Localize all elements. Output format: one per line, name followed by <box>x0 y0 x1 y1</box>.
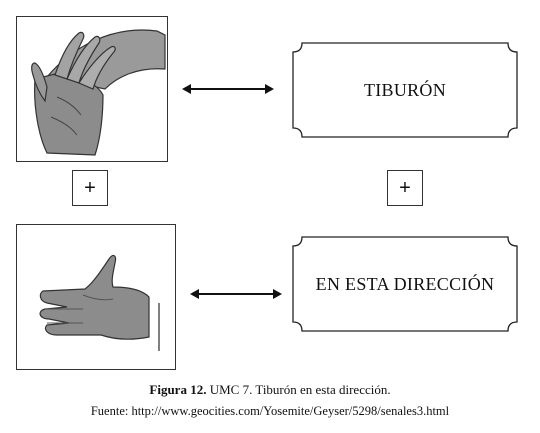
plus-sign-left: + <box>72 170 108 206</box>
sign-image-direccion <box>16 224 176 370</box>
figure-text: UMC 7. Tiburón en esta dirección. <box>209 382 391 397</box>
sign-label-direccion: EN ESTA DIRECCIÓN <box>315 273 495 294</box>
hand-sign-tiburon-icon <box>31 29 166 156</box>
double-arrow-icon <box>190 289 282 299</box>
sign-label-box: TIBURÓN <box>292 42 518 138</box>
sign-label-box: EN ESTA DIRECCIÓN <box>292 236 518 332</box>
figure-source: Fuente: http://www.geocities.com/Yosemit… <box>0 404 540 419</box>
figure-caption: Figura 12. UMC 7. Tiburón en esta direcc… <box>0 382 540 398</box>
sign-image-tiburon <box>16 16 168 162</box>
sign-label-tiburon: TIBURÓN <box>363 79 447 100</box>
hand-sign-direccion-icon <box>39 254 160 351</box>
figure-source-text: Fuente: http://www.geocities.com/Yosemit… <box>90 404 450 418</box>
double-arrow-icon <box>182 84 274 94</box>
plus-sign-right: + <box>387 170 423 206</box>
figure-label: Figura 12. <box>149 382 207 397</box>
